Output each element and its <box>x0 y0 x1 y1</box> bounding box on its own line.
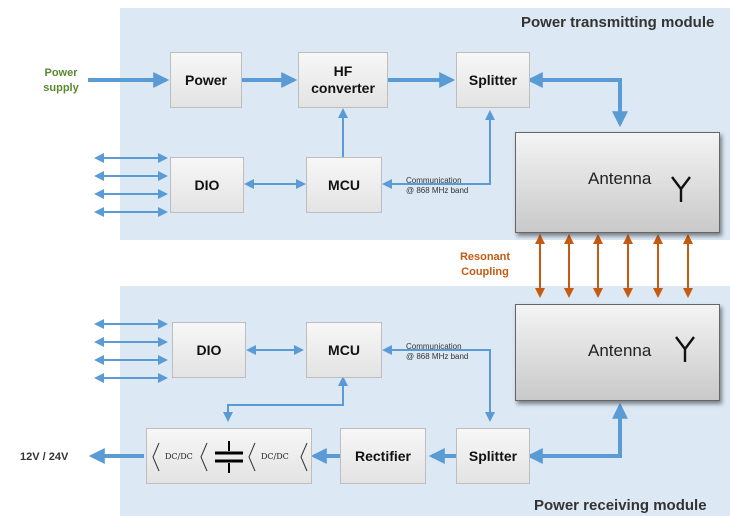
transmitting-module-title: Power transmitting module <box>521 14 715 31</box>
arrow-antenna-to-splitter <box>526 402 628 464</box>
power-supply-label: Power supply <box>43 67 79 94</box>
tx-antenna-label: Antenna <box>588 169 652 188</box>
dcdc-symbols <box>152 441 308 473</box>
output-voltage-label: 12V / 24V <box>20 451 69 463</box>
tx-power-block: Power <box>170 52 242 108</box>
resonant-coupling-label: Resonant Coupling <box>459 251 511 278</box>
rx-antenna-label: Antenna <box>588 341 652 360</box>
arrow-mcu-splitter-comm <box>382 110 495 189</box>
tx-mcu-block: MCU <box>306 157 382 213</box>
rx-rectifier-block: Rectifier <box>340 428 426 484</box>
antenna-icon <box>671 176 691 202</box>
tx-communication-label: Communication @ 868 MHz band <box>406 176 469 195</box>
rx-dcdc-converter-group: DC/DC DC/DC <box>146 428 312 484</box>
rx-dio-block: DIO <box>172 322 246 378</box>
tx-splitter-block: Splitter <box>456 52 530 108</box>
rx-communication-label: Communication @ 868 MHz band <box>406 342 469 361</box>
rx-mcu-block: MCU <box>306 322 382 378</box>
arrow-mcu-to-dcdc <box>223 376 348 422</box>
tx-dio-block: DIO <box>170 157 244 213</box>
arrow-splitter-to-antenna <box>526 72 628 128</box>
receiving-module-title: Power receiving module <box>534 497 707 514</box>
rx-dcdc-right-label: DC/DC <box>261 452 289 461</box>
tx-hf-converter-block: HF converter <box>298 52 388 108</box>
antenna-icon <box>675 336 695 362</box>
rx-dcdc-left-label: DC/DC <box>165 452 193 461</box>
rx-splitter-block: Splitter <box>456 428 530 484</box>
rx-antenna-block: Antenna <box>515 304 720 401</box>
tx-antenna-block: Antenna <box>515 132 720 233</box>
arrow-mcu-splitter-comm-rx <box>382 345 495 422</box>
